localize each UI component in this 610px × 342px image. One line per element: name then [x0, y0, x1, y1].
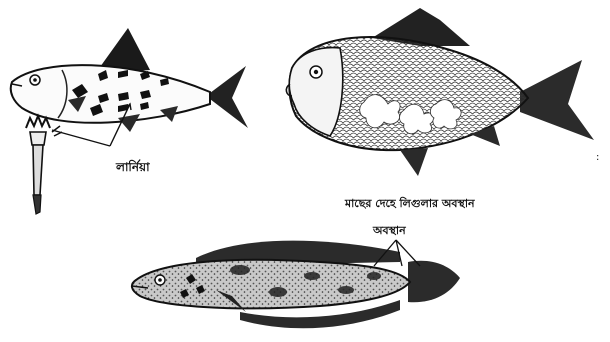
fish-top-right: : [286, 8, 599, 176]
fish3-tail [408, 261, 460, 302]
lernaea-label: লার্নিয়া [116, 159, 150, 179]
position-label: অবস্থান [373, 222, 406, 241]
fish1-tail [206, 66, 248, 128]
fish2-pectoral-fin [400, 148, 428, 176]
fish-top-left [11, 28, 248, 214]
ligula-position-caption: মাছের দেহে লিগুলার অবস্থান [345, 195, 475, 214]
fish1-body [11, 65, 210, 123]
fish-bottom [132, 240, 460, 328]
fish3-body [132, 260, 410, 309]
svg-text::: : [596, 152, 599, 163]
fish2-tail [520, 60, 594, 140]
